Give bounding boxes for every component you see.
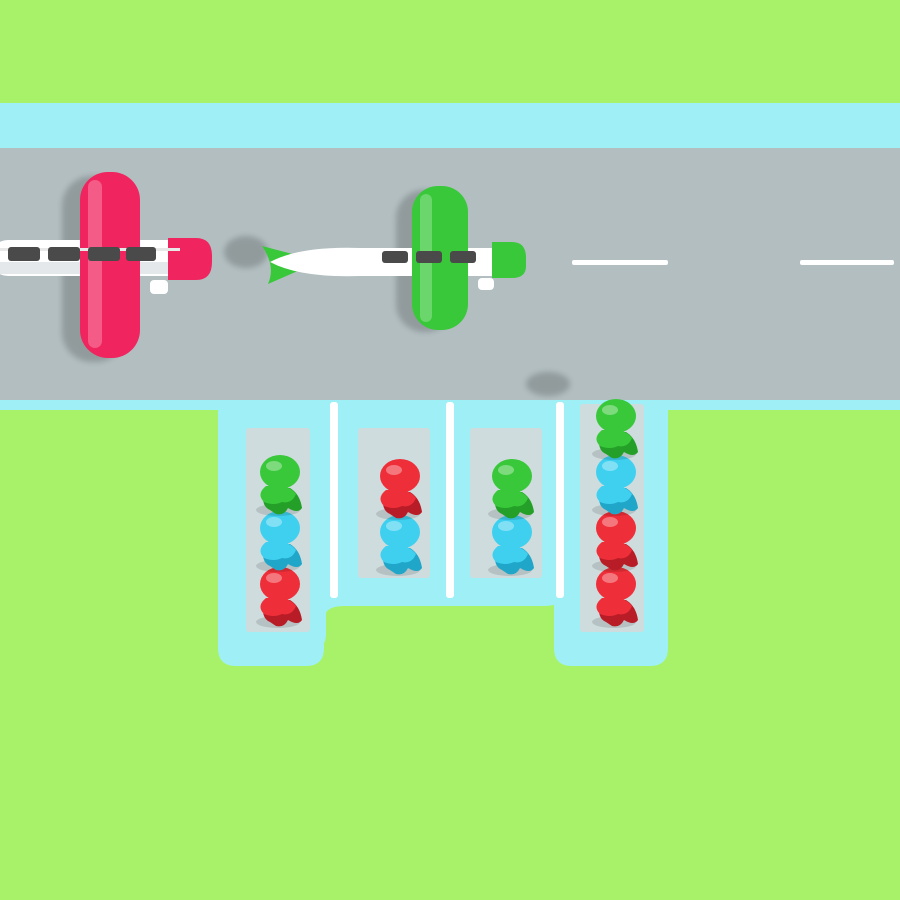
passenger-head: [380, 515, 420, 549]
passenger-head: [380, 459, 420, 493]
passenger-highlight: [386, 465, 402, 475]
passenger-red: [256, 567, 302, 628]
passenger-head: [596, 399, 636, 433]
plane-nose: [492, 242, 526, 278]
passenger-head: [596, 511, 636, 545]
plane-nose: [168, 238, 212, 280]
passenger-blue: [376, 515, 422, 576]
plane-window: [450, 251, 476, 263]
passenger-torso: [380, 490, 416, 508]
passenger-torso: [260, 598, 296, 616]
passenger-green: [256, 455, 302, 516]
passenger-red: [592, 567, 638, 628]
plane-window: [8, 247, 40, 261]
passenger-head: [260, 455, 300, 489]
passenger-torso: [492, 490, 528, 508]
passenger-highlight: [498, 465, 514, 475]
passenger-green: [488, 459, 534, 520]
passenger-torso: [596, 430, 632, 448]
passenger-torso: [492, 546, 528, 564]
plane-wing-highlight: [88, 180, 102, 348]
passenger-head: [492, 459, 532, 493]
passenger-highlight: [266, 573, 282, 583]
plane-shadow: [526, 372, 570, 396]
plane-gear: [478, 278, 494, 290]
passenger-red: [376, 459, 422, 520]
passenger-torso: [260, 486, 296, 504]
plane-window: [416, 251, 442, 263]
passenger-highlight: [386, 521, 402, 531]
passenger-highlight: [602, 461, 618, 471]
passenger-highlight: [602, 573, 618, 583]
passengers: [256, 399, 638, 628]
runway-marking: [572, 260, 668, 265]
plane-pink[interactable]: [0, 172, 212, 358]
plane-window: [48, 247, 80, 261]
lane-divider: [446, 402, 454, 598]
passenger-torso: [596, 598, 632, 616]
runway-marking: [800, 260, 894, 265]
plane-shadow: [224, 236, 268, 268]
plane-gear: [150, 280, 168, 294]
passenger-head: [260, 567, 300, 601]
passenger-head: [492, 515, 532, 549]
lane-divider: [556, 402, 564, 598]
plane-window: [88, 247, 120, 261]
passenger-torso: [596, 486, 632, 504]
passenger-head: [596, 567, 636, 601]
passenger-torso: [380, 546, 416, 564]
plane-window: [126, 247, 156, 261]
passenger-blue: [488, 515, 534, 576]
plane-wing: [80, 172, 140, 358]
runway-markings: [572, 260, 894, 265]
passenger-torso: [596, 542, 632, 560]
passenger-red: [592, 511, 638, 572]
lane-divider: [330, 402, 338, 598]
passenger-blue: [592, 455, 638, 516]
passenger-highlight: [498, 521, 514, 531]
passenger-head: [596, 455, 636, 489]
passenger-blue: [256, 511, 302, 572]
plane-green[interactable]: [262, 186, 526, 330]
passenger-torso: [260, 542, 296, 560]
passenger-green: [592, 399, 638, 460]
passenger-highlight: [266, 517, 282, 527]
plane-window: [382, 251, 408, 263]
passenger-highlight: [602, 517, 618, 527]
passenger-highlight: [266, 461, 282, 471]
passenger-highlight: [602, 405, 618, 415]
passenger-head: [260, 511, 300, 545]
